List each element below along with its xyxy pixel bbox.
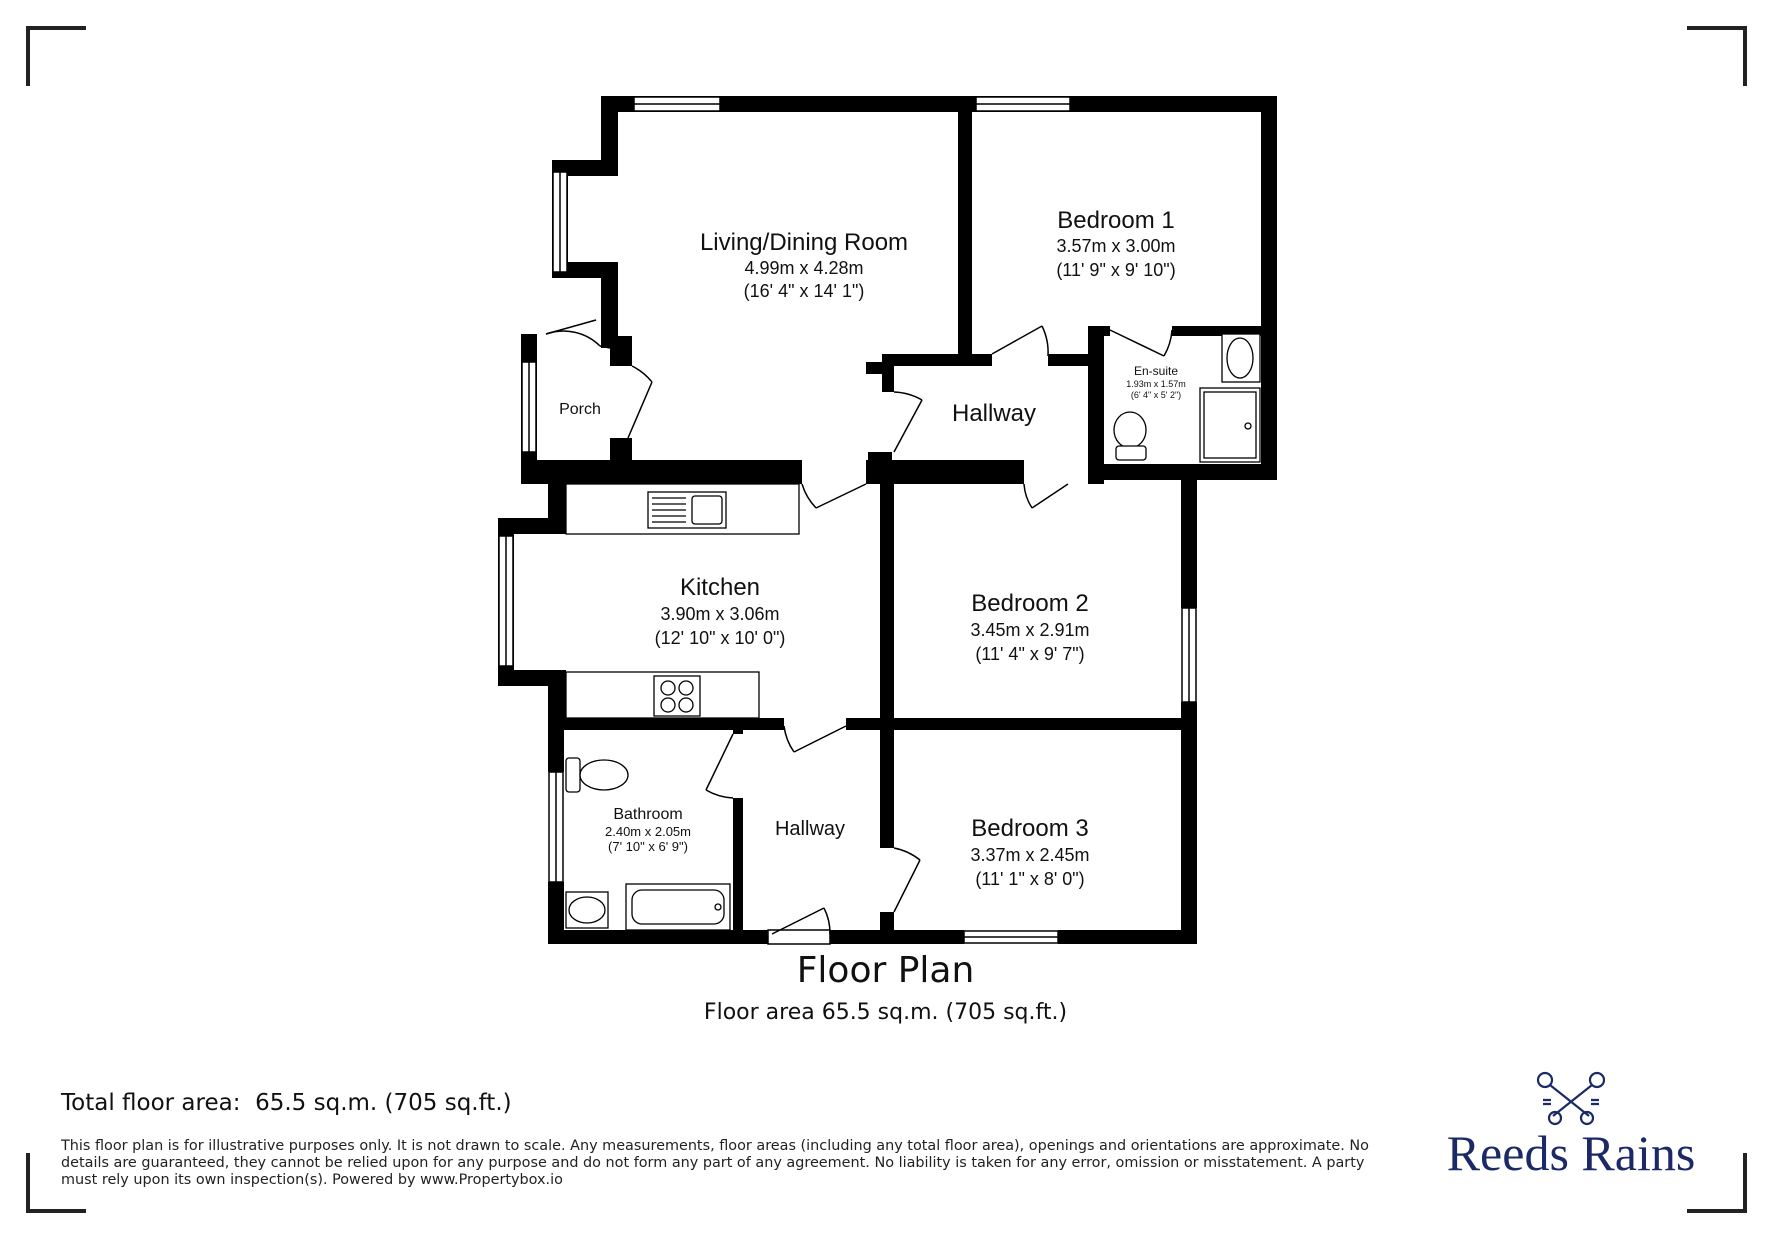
window-living-bay — [552, 171, 568, 273]
kitchen-metric: 3.90m x 3.06m — [660, 604, 779, 624]
kitchen-name: Kitchen — [680, 574, 760, 601]
hallway-lower-name: Hallway — [775, 818, 845, 840]
bedroom3-metric: 3.37m x 2.45m — [970, 845, 1089, 865]
window-bathroom — [548, 771, 564, 883]
crossed-keys-icon — [1536, 1071, 1606, 1126]
window-kitchen — [498, 535, 514, 667]
door-front — [767, 907, 831, 945]
bedroom2-imperial: (11' 4" x 9' 7") — [975, 644, 1084, 664]
window-bedroom2 — [1181, 607, 1197, 703]
bedroom1-name: Bedroom 1 — [1057, 207, 1174, 234]
window-bedroom1-top — [975, 96, 1071, 112]
crop-mark-bottom-left — [26, 1153, 86, 1213]
door-ensuite — [1109, 329, 1173, 357]
door-kitchen — [801, 483, 867, 509]
sink-icon — [647, 491, 727, 529]
crop-mark-bottom-right — [1687, 1153, 1747, 1213]
window-bedroom3-bottom — [963, 930, 1059, 944]
bathroom-metric: 2.40m x 2.05m — [605, 824, 691, 839]
door-bedroom1 — [991, 325, 1049, 357]
window-porch — [521, 361, 537, 453]
kitchen-imperial: (12' 10" x 10' 0") — [655, 628, 786, 648]
plan-title: Floor Plan — [796, 950, 975, 991]
ensuite-metric: 1.93m x 1.57m — [1126, 379, 1186, 389]
bathroom-name: Bathroom — [613, 806, 682, 823]
door-porch-living — [627, 365, 653, 439]
living-room-imperial: (16' 4" x 14' 1") — [744, 281, 865, 301]
living-room-name: Living/Dining Room — [700, 229, 908, 256]
living-room-metric: 4.99m x 4.28m — [744, 258, 863, 278]
toilet-icon — [565, 757, 629, 793]
bathroom-imperial: (7' 10" x 6' 9") — [608, 839, 688, 854]
disclaimer-text: This floor plan is for illustrative purp… — [61, 1138, 1369, 1188]
bedroom3-imperial: (11' 1" x 8' 0") — [975, 869, 1084, 889]
doors — [545, 319, 1173, 945]
door-kitchen-hallway — [783, 725, 847, 753]
door-bedroom3 — [893, 847, 921, 913]
crop-mark-top-left — [26, 26, 86, 86]
door-bedroom2 — [1023, 483, 1069, 509]
basin-icon — [565, 891, 609, 929]
hob-icon — [653, 675, 701, 717]
ensuite-basin-icon — [1221, 333, 1261, 383]
room-labels: Living/Dining Room 4.99m x 4.28m (16' 4"… — [559, 207, 1186, 889]
bedroom2-metric: 3.45m x 2.91m — [970, 620, 1089, 640]
fixtures — [565, 333, 1261, 931]
crop-mark-top-right — [1687, 26, 1747, 86]
total-floor-area: Total floor area: 65.5 sq.m. (705 sq.ft.… — [61, 1090, 512, 1116]
ensuite-name: En-suite — [1134, 364, 1178, 378]
bath-icon — [625, 883, 731, 931]
hallway-upper-name: Hallway — [952, 400, 1036, 427]
window-living-top — [633, 96, 721, 112]
door-living-hallway — [893, 391, 923, 453]
ensuite-imperial: (6' 4" x 5' 2") — [1131, 390, 1181, 400]
ensuite-toilet-icon — [1113, 411, 1147, 461]
bedroom1-metric: 3.57m x 3.00m — [1056, 236, 1175, 256]
windows — [498, 96, 1197, 944]
door-porch-entrance — [545, 319, 611, 349]
plan-floor-area: Floor area 65.5 sq.m. (705 sq.ft.) — [703, 1000, 1068, 1025]
bedroom2-name: Bedroom 2 — [971, 590, 1088, 617]
bedroom1-imperial: (11' 9" x 9' 10") — [1056, 260, 1175, 280]
shower-icon — [1199, 387, 1261, 463]
bedroom3-name: Bedroom 3 — [971, 815, 1088, 842]
brand-name: Reeds Rains — [1446, 1125, 1696, 1181]
door-bathroom — [705, 733, 734, 799]
porch-name: Porch — [559, 401, 601, 418]
